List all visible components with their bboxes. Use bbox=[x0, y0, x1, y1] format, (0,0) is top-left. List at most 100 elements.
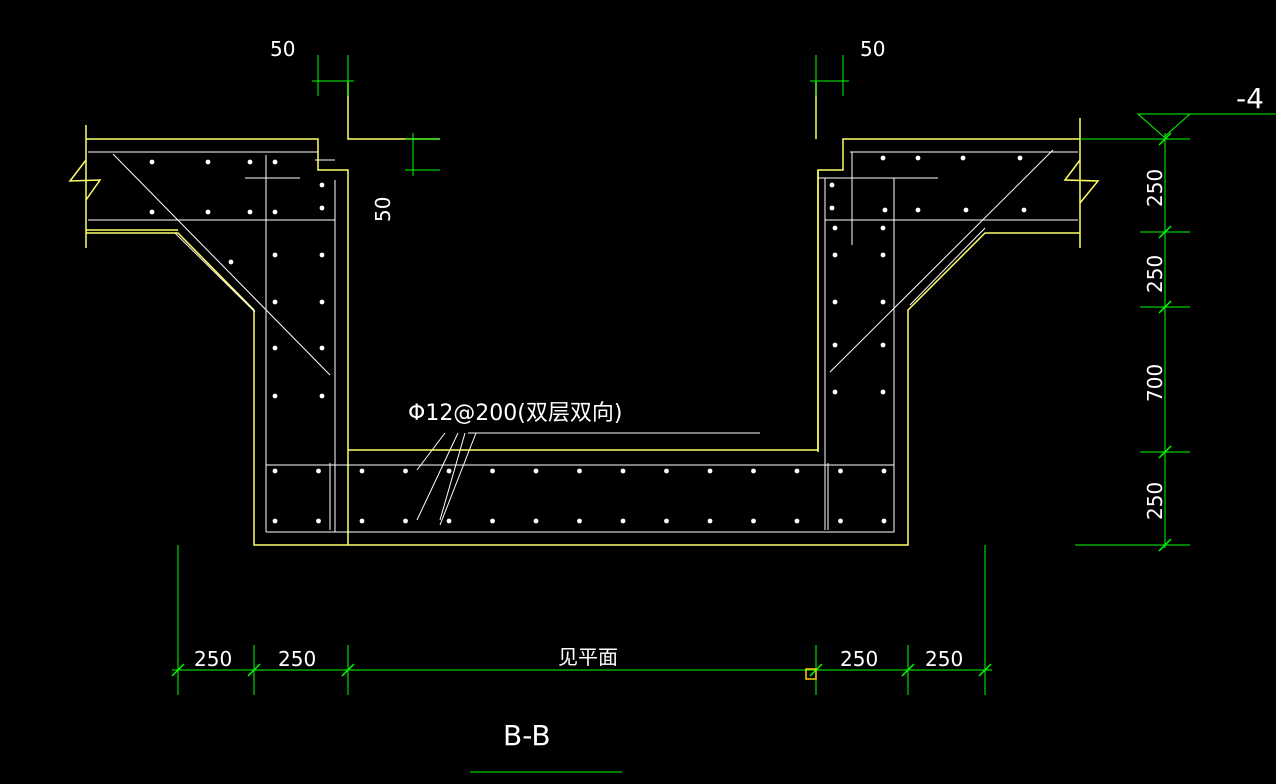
rebar-dot bbox=[664, 518, 669, 524]
rebar-dot bbox=[272, 393, 278, 399]
rebar-dot bbox=[1021, 207, 1027, 213]
rebar-dot bbox=[963, 207, 969, 213]
left-haunch-edge bbox=[86, 232, 1080, 546]
rebar bbox=[266, 177, 895, 533]
tick bbox=[978, 663, 992, 677]
rebar-dot bbox=[319, 299, 325, 305]
dimension-ticks bbox=[171, 132, 1172, 677]
rebar bbox=[909, 227, 986, 306]
rebar-dot bbox=[247, 209, 253, 215]
rebar-dot bbox=[707, 468, 713, 474]
rebar-dot bbox=[205, 159, 211, 165]
rebar-dot bbox=[533, 518, 539, 524]
tick bbox=[1158, 445, 1172, 459]
tick bbox=[1158, 225, 1172, 239]
rebar-dot bbox=[446, 518, 452, 524]
rebar-dot bbox=[316, 468, 321, 474]
rebar-dot bbox=[228, 259, 234, 265]
rebar-dot bbox=[880, 225, 886, 231]
top-dim-right: 50 bbox=[860, 37, 885, 61]
dimension-lines bbox=[172, 55, 1276, 773]
rebar-dot bbox=[490, 518, 495, 524]
break-line-icon bbox=[1063, 159, 1100, 204]
rebar-dot bbox=[751, 468, 756, 474]
rebar-dot bbox=[247, 159, 253, 165]
bottom-dim-4: 250 bbox=[840, 647, 878, 671]
snap-cursor-icon[interactable] bbox=[805, 668, 817, 680]
right-dim-2: 250 bbox=[1143, 255, 1167, 293]
rebar-dot bbox=[620, 518, 626, 524]
rebar bbox=[174, 232, 256, 313]
break-line-icon bbox=[68, 159, 102, 201]
rebar-dot bbox=[403, 518, 408, 524]
rebar-dot bbox=[272, 518, 278, 524]
section-title: B-B bbox=[503, 719, 551, 752]
rebar-dot bbox=[794, 468, 800, 474]
rebar-dot bbox=[881, 518, 887, 524]
rebar-dot bbox=[359, 468, 365, 474]
rebar-dot bbox=[319, 345, 325, 351]
rebar-dot bbox=[577, 518, 582, 524]
rebar bbox=[829, 149, 1054, 373]
rebar-dot bbox=[272, 299, 278, 305]
rebar-dot bbox=[832, 299, 838, 305]
rebar-dot bbox=[880, 299, 886, 305]
rebar-dot bbox=[149, 159, 155, 165]
right-slab-top-edge bbox=[817, 138, 1080, 452]
rebar-dot bbox=[446, 468, 452, 474]
rebar-dot bbox=[881, 468, 887, 474]
rebar-dot bbox=[751, 518, 756, 524]
rebar-dot bbox=[960, 155, 966, 161]
pit-inner-edge bbox=[348, 170, 819, 451]
rebar-dot bbox=[838, 518, 843, 524]
rebar-dot bbox=[880, 252, 886, 258]
rebar-dot bbox=[880, 342, 886, 348]
bottom-dim-2: 250 bbox=[278, 647, 316, 671]
bottom-dim-1: 250 bbox=[194, 647, 232, 671]
rebar-dot bbox=[915, 155, 921, 161]
rebar-dot bbox=[829, 182, 835, 188]
rebar-dot bbox=[149, 209, 155, 215]
rebar-dot bbox=[272, 345, 278, 351]
rebar-dot bbox=[664, 468, 669, 474]
rebar-dot bbox=[316, 518, 321, 524]
rebar-dots bbox=[149, 155, 1027, 524]
concrete-outline bbox=[68, 82, 1100, 546]
rebar-dot bbox=[533, 468, 539, 474]
rebar-dot bbox=[272, 468, 278, 474]
rebar-dot bbox=[882, 207, 888, 213]
leader bbox=[416, 432, 459, 521]
rebar-dot bbox=[620, 468, 626, 474]
rebar-dot bbox=[205, 209, 211, 215]
rebar-dot bbox=[794, 518, 800, 524]
leader bbox=[439, 432, 477, 526]
rebar-dot bbox=[319, 393, 325, 399]
rebar-dot bbox=[490, 468, 495, 474]
rebar-dot bbox=[1017, 155, 1023, 161]
rebar-dot bbox=[832, 342, 838, 348]
left-slab-top-edge bbox=[86, 138, 349, 545]
tick bbox=[1158, 300, 1172, 314]
rebar-dot bbox=[403, 468, 408, 474]
tick bbox=[901, 663, 915, 677]
right-dim-3: 700 bbox=[1143, 364, 1167, 402]
right-dim-1: 250 bbox=[1143, 169, 1167, 207]
rebar-dot bbox=[832, 389, 838, 395]
rebar-dot bbox=[359, 518, 365, 524]
bottom-dim-5: 250 bbox=[925, 647, 963, 671]
tick bbox=[171, 663, 185, 677]
top-dim-left: 50 bbox=[270, 37, 295, 61]
rebar-dot bbox=[707, 518, 713, 524]
right-dim-4: 250 bbox=[1143, 482, 1167, 520]
step-dim: 50 bbox=[371, 197, 395, 222]
bottom-dim-3: 见平面 bbox=[558, 645, 618, 669]
rebar-dot bbox=[880, 389, 886, 395]
tick bbox=[247, 663, 261, 677]
tick bbox=[341, 663, 355, 677]
rebar-lines bbox=[88, 149, 1078, 533]
level-mark: -4 bbox=[1236, 82, 1264, 115]
leader bbox=[416, 432, 446, 471]
tick bbox=[1158, 132, 1172, 146]
rebar-dot bbox=[577, 468, 582, 474]
